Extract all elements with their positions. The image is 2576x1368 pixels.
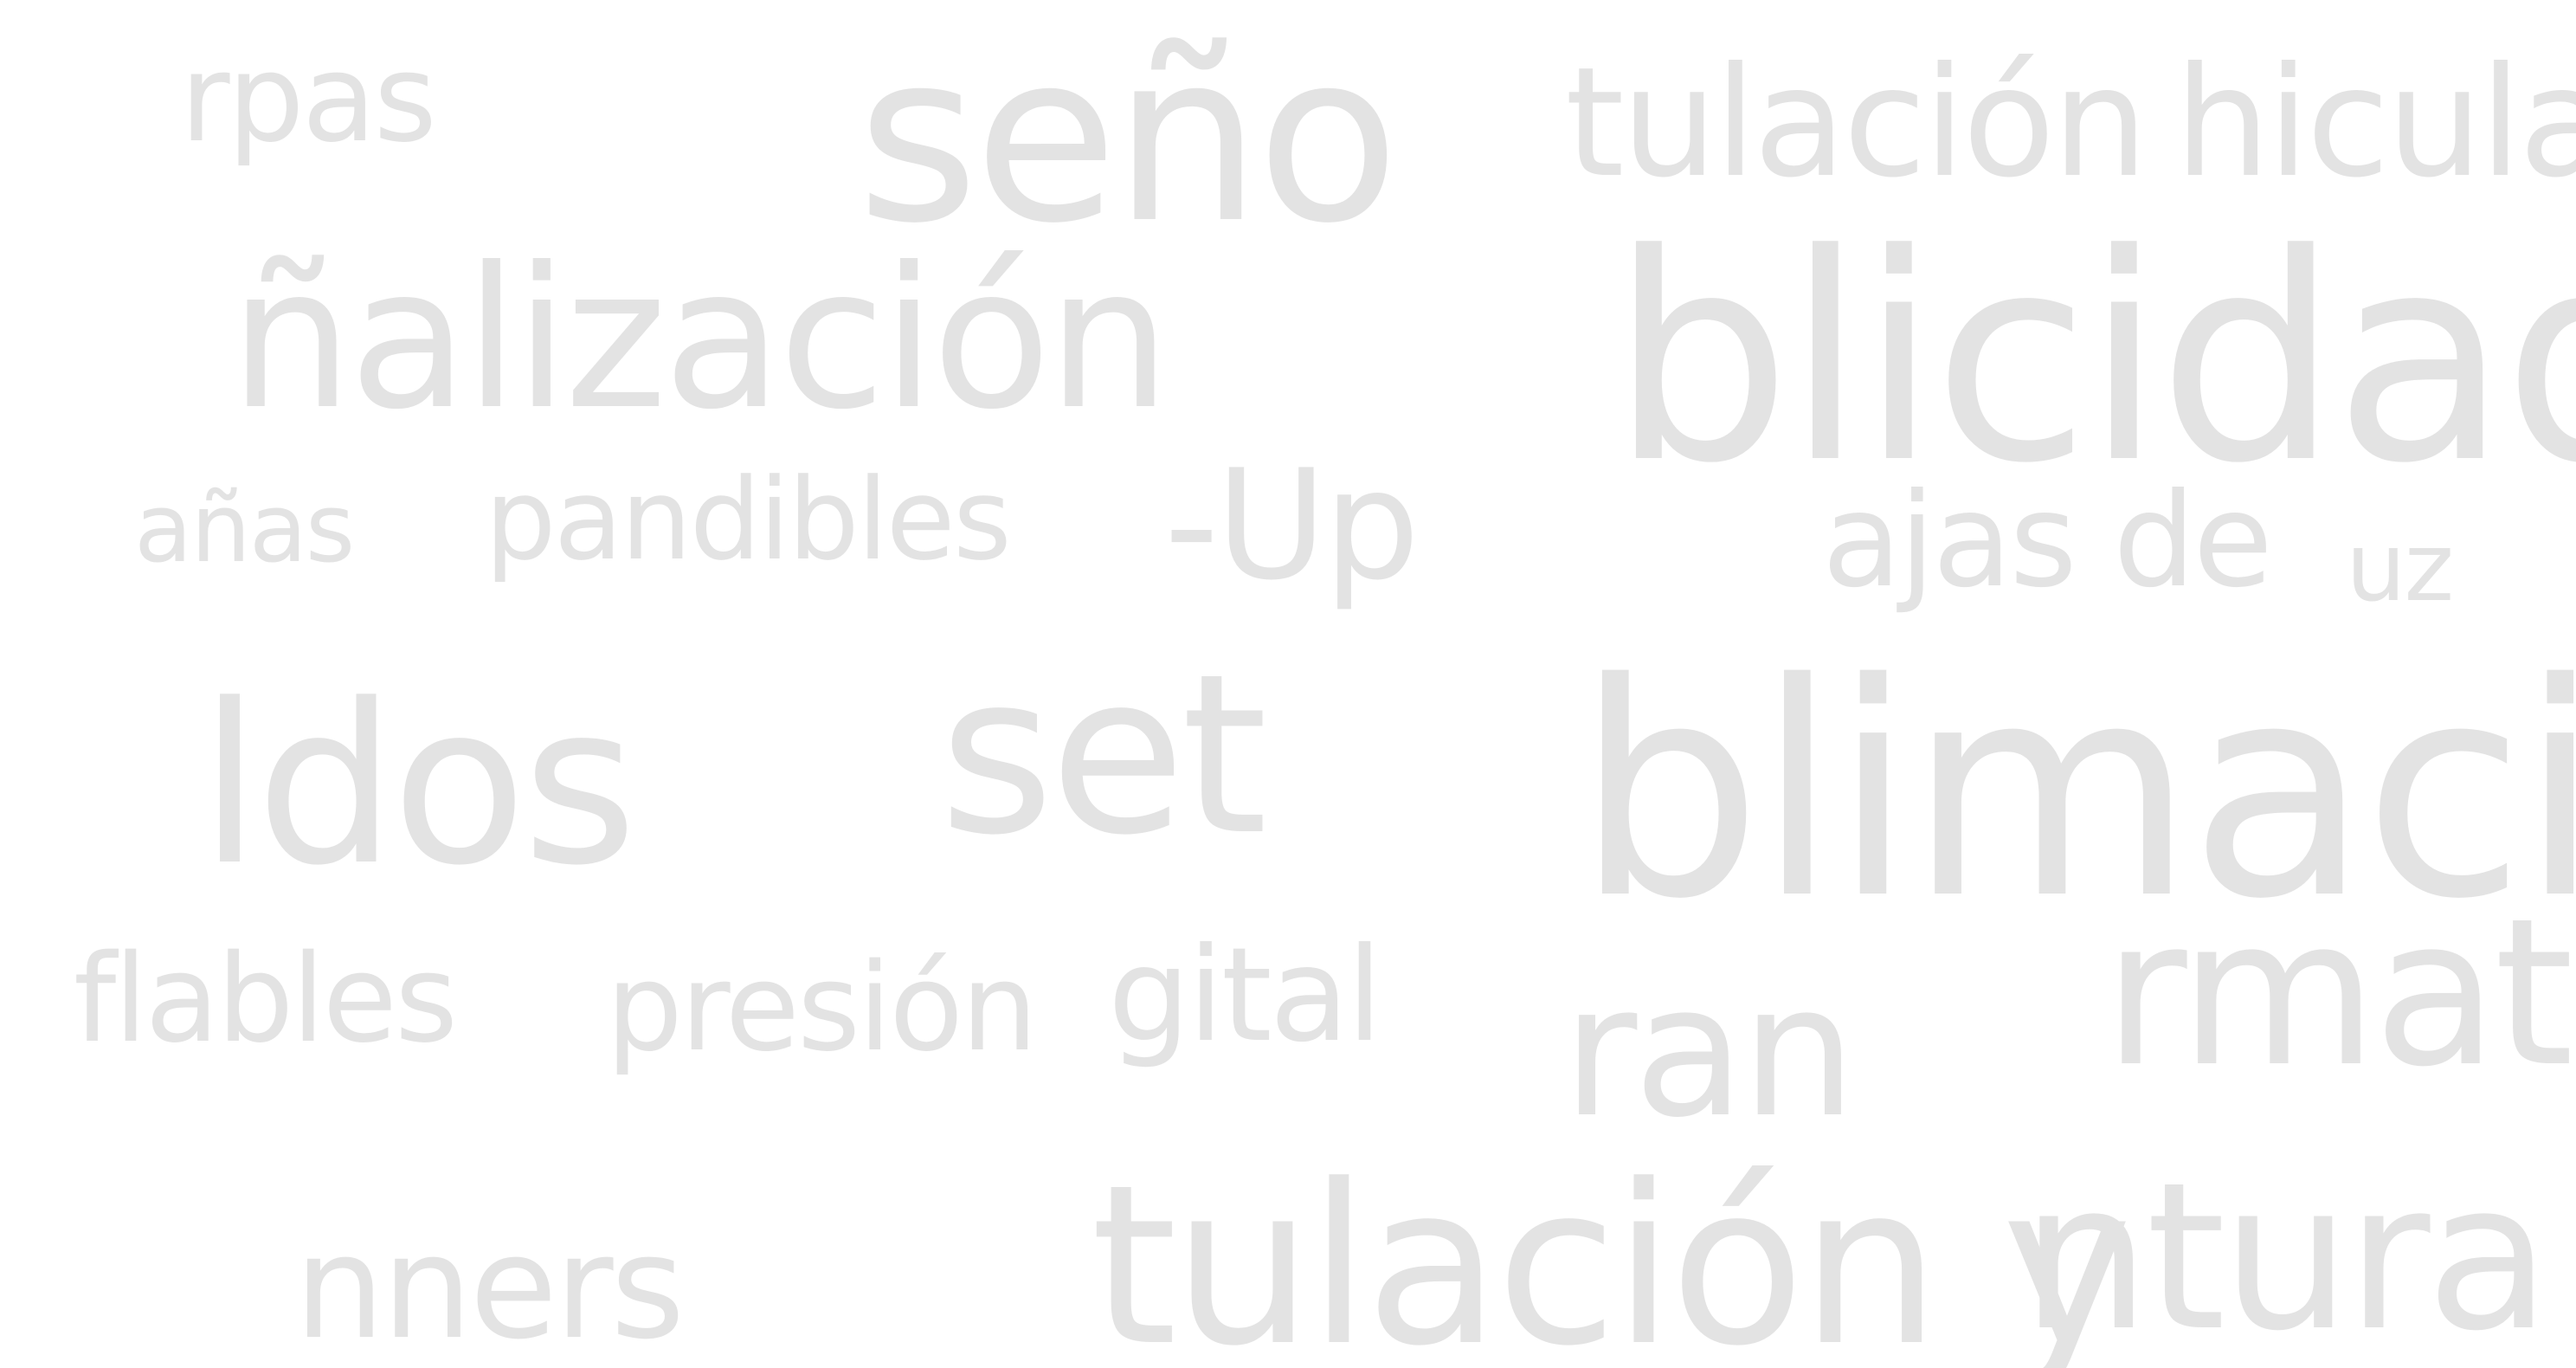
word-nners: nners bbox=[294, 1204, 685, 1368]
word-blimacion: blimación bbox=[1575, 621, 2576, 964]
word-ran: ran bbox=[1562, 945, 1857, 1158]
word-uz: uz bbox=[2346, 512, 2454, 623]
word-presion: presión bbox=[606, 938, 1038, 1079]
word-rpas: rpas bbox=[180, 29, 437, 170]
word-ldos: ldos bbox=[199, 657, 637, 914]
word-up: -Up bbox=[1164, 438, 1420, 614]
word-ajas-de: ajas de bbox=[1822, 466, 2273, 616]
word-tulacion-1: tulación bbox=[1565, 35, 2148, 211]
word-gital: gital bbox=[1108, 920, 1382, 1071]
word-nalizacion: ñalización bbox=[229, 226, 1170, 453]
word-blicidad: blicidad bbox=[1610, 193, 2576, 526]
word-rmato: rmato bbox=[2103, 875, 2576, 1112]
word-ntura: ntura bbox=[2021, 1139, 2551, 1368]
word-flables: flables bbox=[74, 929, 458, 1070]
word-tulacion-y: tulación y bbox=[1091, 1138, 2132, 1368]
word-hicular: hicular bbox=[2174, 35, 2576, 211]
word-seno: seño bbox=[857, 2, 1400, 274]
word-anas: añas bbox=[134, 473, 355, 584]
word-pandibles: pandibles bbox=[485, 454, 1012, 585]
word-set: set bbox=[939, 627, 1268, 884]
